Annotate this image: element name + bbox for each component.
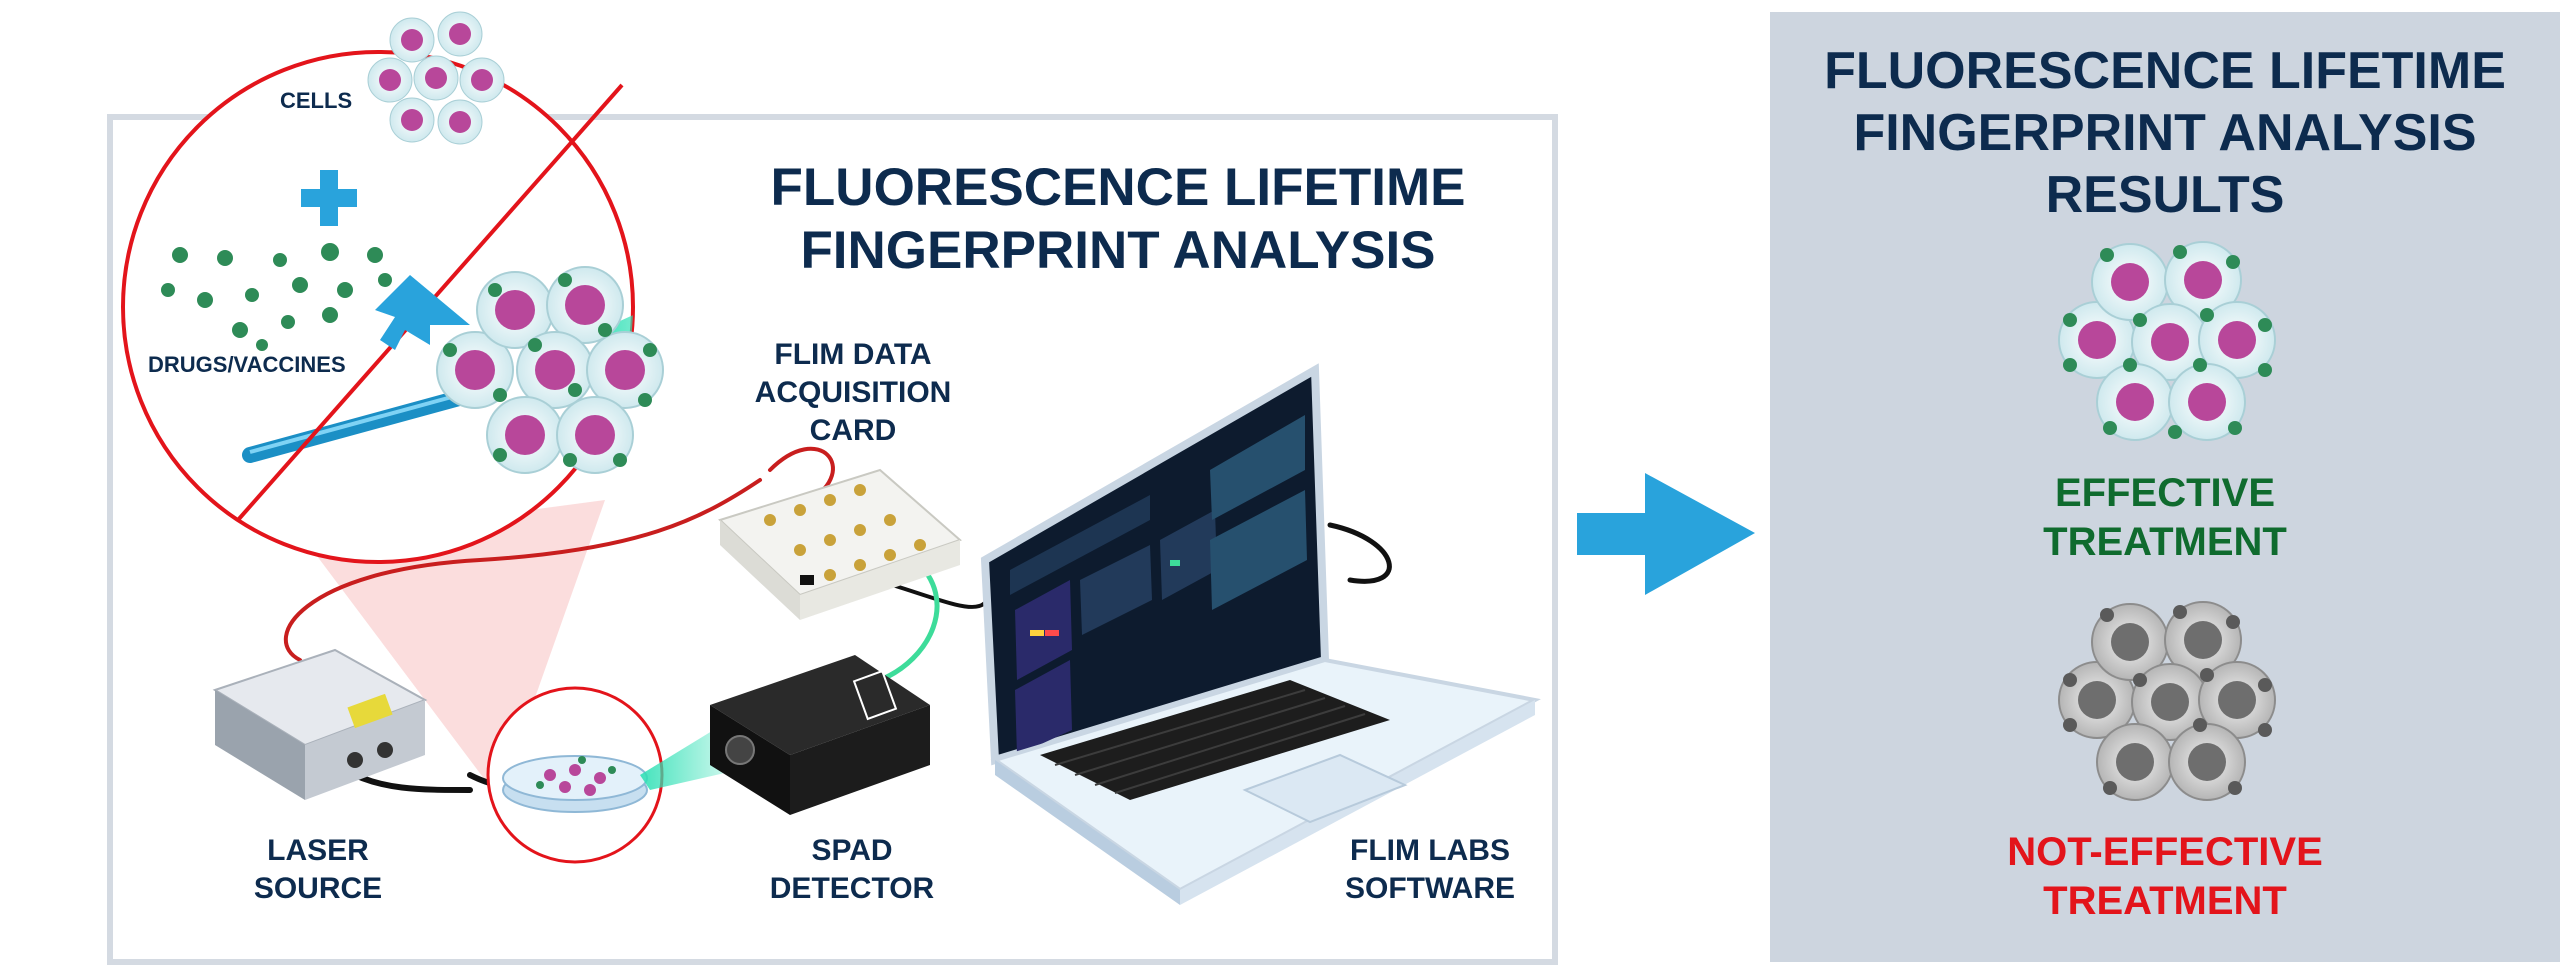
software-label-1: FLIM LABS [1350, 834, 1510, 867]
effective-label-2: TREATMENT [2043, 520, 2287, 564]
not-effective-label-2: TREATMENT [2043, 879, 2287, 923]
flim-card-label-3: CARD [810, 414, 897, 447]
not-effective-label-1: NOT-EFFECTIVE [2007, 830, 2323, 874]
left-title-line-2: FINGERPRINT ANALYSIS [800, 221, 1435, 280]
results-panel [1770, 12, 2560, 962]
flim-card-label-1: FLIM DATA [774, 338, 931, 371]
software-screen-panels [1010, 415, 1307, 755]
software-label-2: SOFTWARE [1345, 872, 1515, 905]
treatment-arrow-icon [375, 275, 470, 350]
results-title-line-1: FLUORESCENCE LIFETIME [1824, 42, 2506, 100]
results-title-line-2: FINGERPRINT ANALYSIS [1853, 104, 2476, 162]
plus-icon [301, 170, 357, 226]
effective-cells-cluster [2058, 241, 2276, 441]
treated-cells-cluster [436, 266, 664, 474]
flim-data-card-device [718, 468, 962, 620]
effective-label-1: EFFECTIVE [2055, 471, 2275, 515]
cells-label: CELLS [280, 88, 352, 113]
keyboard-keys [1054, 689, 1366, 794]
laptop [980, 363, 1541, 905]
results-title-line-3: RESULTS [2046, 166, 2285, 224]
flim-card-label-2: ACQUISITION [755, 376, 952, 409]
laser-source-label-1: LASER [267, 834, 369, 867]
drugs-vaccines-label: DRUGS/VACCINES [148, 352, 346, 377]
spad-detector-label-2: DETECTOR [770, 872, 935, 905]
spad-detector-label-1: SPAD [811, 834, 892, 867]
not-effective-cells-cluster [2058, 601, 2276, 801]
results-arrow-icon [1577, 473, 1755, 595]
left-title-line-1: FLUORESCENCE LIFETIME [771, 158, 1466, 217]
laser-source-device [212, 648, 428, 800]
petri-dish [486, 686, 664, 864]
drug-particles [161, 243, 392, 351]
untreated-cells-cluster [367, 11, 505, 145]
laser-source-label-2: SOURCE [254, 872, 382, 905]
spad-detector-device [710, 655, 930, 815]
